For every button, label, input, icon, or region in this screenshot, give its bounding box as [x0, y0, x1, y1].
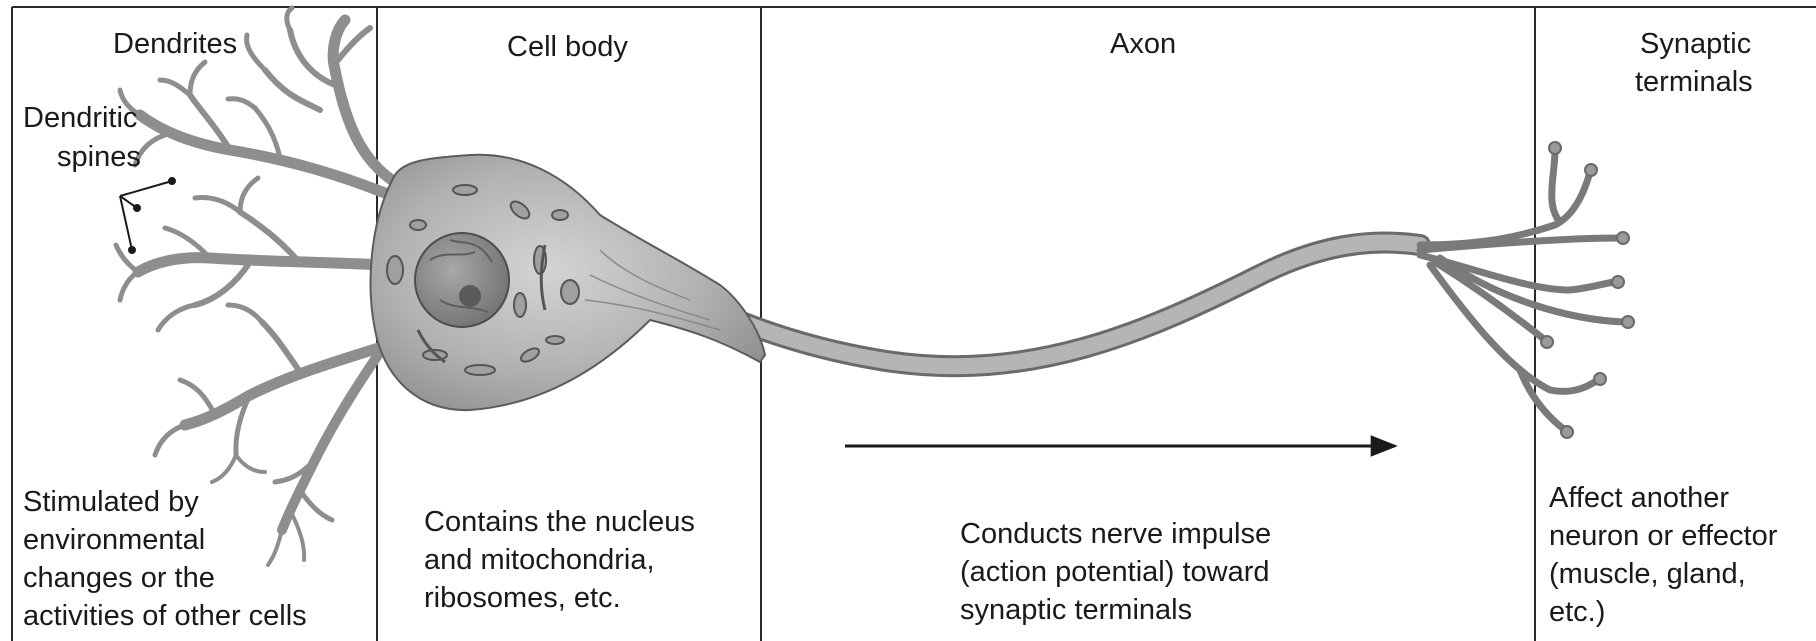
dendrite-tree: [116, 8, 395, 565]
description-line: Conducts nerve impulse: [960, 516, 1271, 552]
callout-dendritic-spines-line1: Dendritic: [23, 100, 137, 136]
description-line: neuron or effector: [1549, 518, 1777, 554]
description-line: (action potential) toward: [960, 554, 1270, 590]
dendritic-spines-pointer: [120, 178, 175, 253]
callout-dendritic-spines-line2: spines: [57, 139, 141, 175]
description-line: Affect another: [1549, 480, 1729, 516]
synaptic-terminal-branches: [1420, 150, 1625, 430]
header-dendrites: Dendrites: [113, 26, 237, 62]
header-synaptic-terminals-line1: Synaptic: [1640, 26, 1751, 62]
header-synaptic-terminals-line2: terminals: [1635, 64, 1753, 100]
description-line: and mitochondria,: [424, 542, 655, 578]
description-line: etc.): [1549, 594, 1605, 630]
header-cell-body: Cell body: [507, 29, 628, 65]
description-line: (muscle, gland,: [1549, 556, 1746, 592]
description-line: Stimulated by: [23, 484, 199, 520]
description-line: ribosomes, etc.: [424, 580, 621, 616]
description-line: changes or the: [23, 560, 215, 596]
description-line: Contains the nucleus: [424, 504, 695, 540]
column-frame: [12, 7, 1816, 641]
description-line: environmental: [23, 522, 205, 558]
description-line: synaptic terminals: [960, 592, 1192, 628]
nucleus: [415, 233, 509, 327]
description-line: activities of other cells: [23, 598, 307, 634]
header-axon: Axon: [1110, 26, 1176, 62]
